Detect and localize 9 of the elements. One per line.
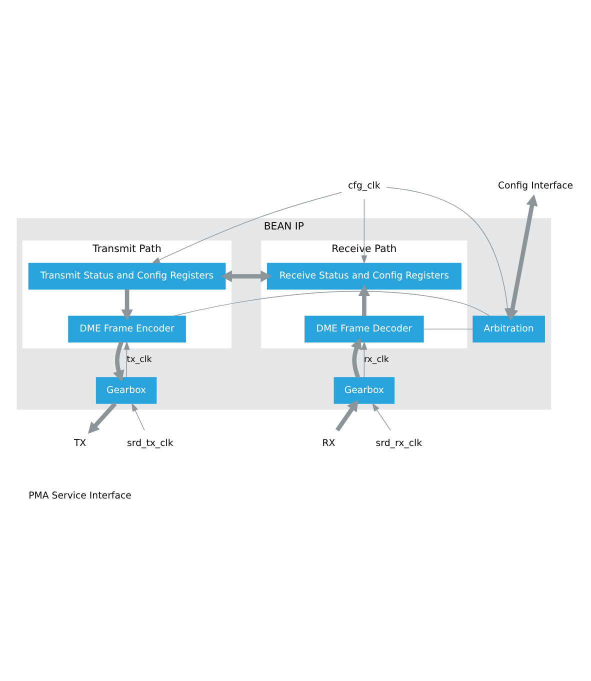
node-text: Config Interface <box>498 180 574 191</box>
edge-label: tx_clk <box>126 354 152 365</box>
node-text: cfg_clk <box>348 180 380 191</box>
node-text: srd_rx_clk <box>376 437 422 448</box>
node-text: RX <box>322 437 336 448</box>
node-text: srd_tx_clk <box>127 437 174 448</box>
edge-label: rx_clk <box>364 354 389 365</box>
label: PMA Service Interface <box>28 490 132 502</box>
node-text: TX <box>74 437 86 448</box>
